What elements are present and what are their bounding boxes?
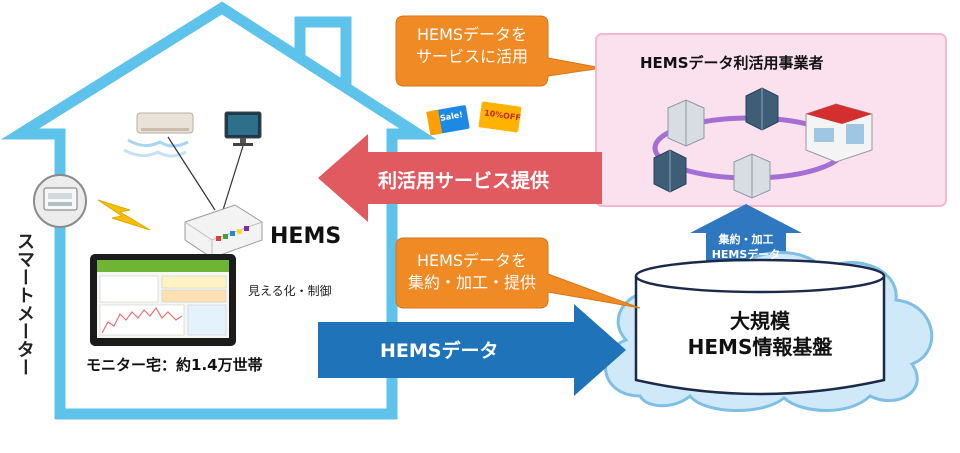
service-arrow-shape bbox=[318, 134, 602, 222]
hems-data-arrow-label: HEMSデータ bbox=[380, 340, 499, 362]
monitor-household-caption: モニター宅：約1.4万世帯 bbox=[86, 356, 263, 374]
office-building-icon bbox=[733, 153, 771, 199]
aggregate-arrow-label: 集約・加工 HEMSデータ bbox=[706, 232, 786, 262]
aggregate-arrow-line1: 集約・加工 bbox=[718, 233, 774, 246]
aggregate-arrow-line2: HEMSデータ bbox=[711, 248, 781, 261]
shop-building-icon bbox=[805, 103, 873, 163]
hems-platform-label: 大規模 HEMS情報基盤 bbox=[636, 308, 884, 360]
coupon-sale-icon bbox=[426, 105, 470, 136]
air-conditioner-icon bbox=[123, 112, 194, 158]
database-cylinder-shape bbox=[634, 258, 886, 396]
lightning-icon bbox=[97, 199, 151, 231]
callout-top-shape bbox=[395, 15, 603, 87]
smart-meter-icon bbox=[33, 174, 87, 228]
callout-top-line1: HEMSデータを bbox=[416, 25, 528, 44]
hems-platform-line2: HEMS情報基盤 bbox=[687, 335, 833, 359]
coupon-discount-icon bbox=[478, 101, 522, 133]
callout-top-text: HEMSデータを サービスに活用 bbox=[396, 24, 548, 68]
callout-middle-line1: HEMSデータを bbox=[416, 251, 528, 270]
office-building-icon bbox=[667, 99, 705, 147]
tv-monitor-icon bbox=[224, 111, 262, 146]
callout-middle-line2: 集約・加工・提供 bbox=[407, 273, 536, 292]
office-building-icon bbox=[745, 87, 779, 131]
service-provision-label: 利活用サービス提供 bbox=[378, 170, 550, 192]
data-arrow-shape bbox=[318, 304, 626, 396]
hems-router-icon bbox=[184, 204, 263, 259]
tablet-display-icon bbox=[90, 254, 236, 346]
visualize-control-label: 見える化・制御 bbox=[248, 284, 332, 298]
callout-middle-text: HEMSデータを 集約・加工・提供 bbox=[396, 250, 548, 294]
callout-top-line2: サービスに活用 bbox=[415, 47, 528, 66]
hems-platform-line1: 大規模 bbox=[730, 309, 790, 333]
smart-meter-label: スマートメーター bbox=[14, 232, 35, 376]
callout-middle-shape bbox=[395, 237, 641, 309]
hems-label: HEMS bbox=[270, 224, 342, 249]
office-building-icon bbox=[653, 149, 687, 193]
business-operator-title: HEMSデータ利活用事業者 bbox=[640, 54, 824, 72]
connection-lines bbox=[167, 136, 244, 211]
